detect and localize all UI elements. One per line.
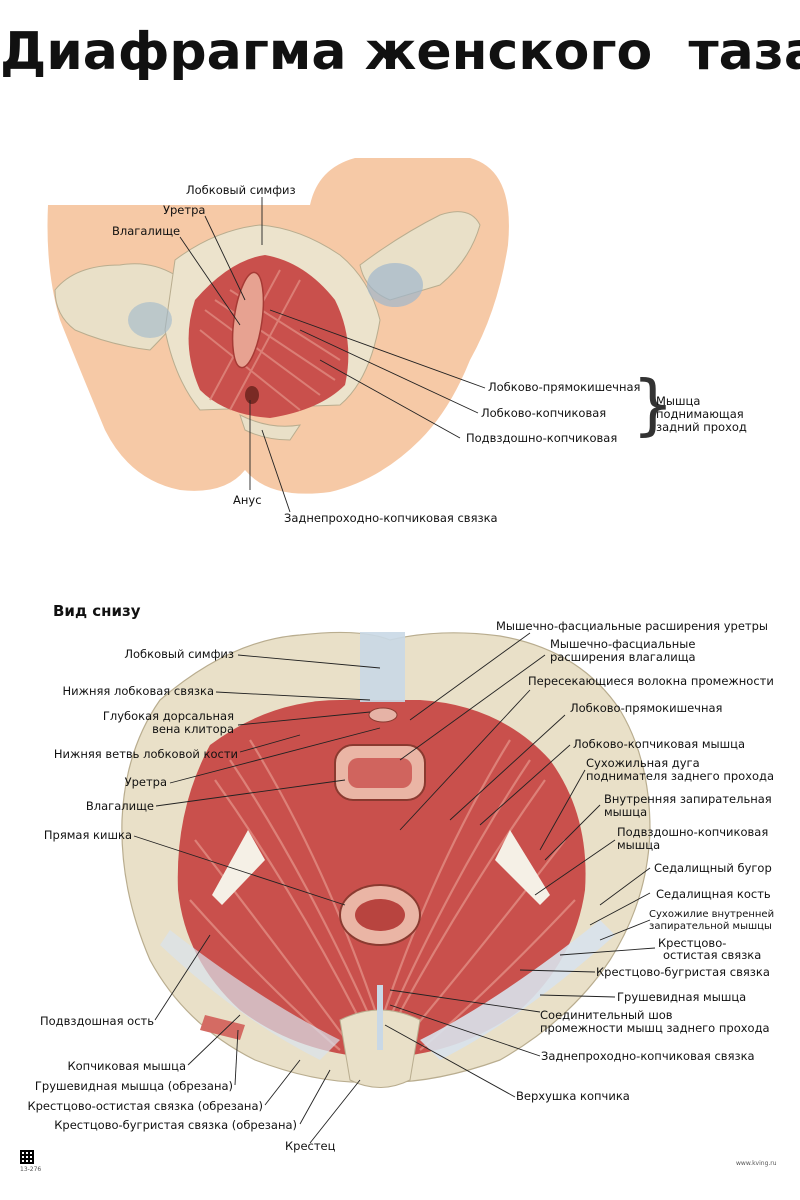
label-vagina: Влагалище	[85, 799, 154, 813]
levator-group-line-3: задний проход	[656, 420, 747, 434]
clitoral-vein	[368, 707, 398, 723]
label-obturator-internus-2: мышца	[604, 805, 648, 819]
label-obturator-tendon-1: Сухожилие внутренней	[649, 909, 775, 920]
vagina-opening-top	[231, 271, 265, 369]
label-anococcygeal-raphe-1: Соединительный шов	[540, 1008, 673, 1022]
piriformis-cut	[200, 1015, 245, 1040]
label-anococcygeal-raphe-2: промежности мышц заднего прохода	[540, 1021, 770, 1035]
tendinous-arch-right	[495, 830, 550, 905]
label-pubic-symphysis: Лобковый симфиз	[124, 647, 234, 661]
bottom-leader-lines	[133, 632, 656, 1144]
label-tendinous-arch-2: поднимателя заднего прохода	[586, 769, 775, 783]
label-mf-urethra: Мышечно-фасциальные расширения уретры	[496, 619, 768, 633]
label-coccygeus: Копчиковая мышца	[67, 1059, 186, 1073]
label-mf-vagina-1: Мышечно-фасциальные	[550, 637, 696, 651]
levator-group-brace: }	[632, 366, 674, 443]
page-title: Диафрагма женского таза	[0, 22, 800, 82]
label-puborectalis: Лобково-прямокишечная	[570, 701, 723, 715]
label-obturator-internus-1: Внутренняя запирательная	[604, 792, 772, 806]
label-piriformis: Грушевидная мышца	[617, 990, 747, 1004]
label-sacrotuberous-cut: Крестцово-бугристая связка (обрезана)	[54, 1118, 297, 1132]
label-sacrospinous-cut: Крестцово-остистая связка (обрезана)	[27, 1099, 263, 1113]
label-urethra-top: Уретра	[163, 203, 206, 217]
label-coccyx-tip: Верхушка копчика	[516, 1089, 630, 1103]
label-deep-dorsal-vein-2: вена клитора	[152, 722, 234, 736]
bottom-view-subtitle: Вид снизу	[53, 602, 141, 620]
label-crossing-fibers: Пересекающиеся волокна промежности	[528, 674, 774, 688]
left-joint	[128, 302, 172, 338]
coccyx-top	[239, 414, 302, 441]
label-sacrospinous-2: остистая связка	[663, 948, 762, 962]
sacrotuberous-ligament-right	[420, 920, 615, 1060]
levator-group-line-1: Мышца	[656, 394, 701, 408]
label-urethra: Уретра	[124, 775, 167, 789]
right-joint	[367, 263, 423, 307]
label-inferior-pubic-ramus: Нижняя ветвь лобковой кости	[53, 747, 238, 761]
label-obturator-tendon-2: запирательной мышцы	[649, 921, 772, 932]
label-sacrospinous-1: Крестцово-	[658, 936, 727, 950]
label-deep-dorsal-vein-1: Глубокая дорсальная	[102, 709, 234, 723]
label-ischium: Седалищная кость	[656, 887, 771, 901]
site-url: www.kving.ru	[736, 1160, 777, 1167]
levator-group-line-2: поднимающая	[656, 407, 744, 421]
label-iliococcygeus-1: Подвздошно-копчиковая	[617, 825, 769, 839]
qr-code	[20, 1150, 34, 1164]
label-pubococcygeus-top: Лобково-копчиковая	[481, 406, 607, 420]
sacrotuberous-ligament-left	[160, 930, 340, 1060]
label-rectum: Прямая кишка	[43, 828, 132, 842]
label-sacrotuberous: Крестцово-бугристая связка	[596, 965, 770, 979]
muscle-fibers-top	[199, 269, 341, 411]
label-piriformis-cut: Грушевидная мышца (обрезана)	[34, 1079, 233, 1093]
label-iliococcygeus-2: мышца	[617, 838, 661, 852]
tendinous-arch-left	[212, 830, 265, 905]
product-code: 13-276	[20, 1166, 42, 1173]
label-anus-top: Анус	[233, 493, 262, 507]
muscle-fibers-bottom	[189, 739, 576, 1051]
top-leader-lines	[179, 197, 486, 513]
label-iliococcygeus-top: Подвздошно-копчиковая	[466, 431, 618, 445]
label-iliac-spine: Подвздошная ость	[39, 1014, 154, 1028]
label-sacrum: Крестец	[285, 1139, 336, 1153]
label-inferior-pubic-ligament: Нижняя лобковая связка	[62, 684, 214, 698]
label-puborectalis-top: Лобково-прямокишечная	[488, 380, 641, 394]
anus-top	[245, 386, 259, 404]
label-tendinous-arch-1: Сухожильная дуга	[586, 756, 700, 770]
label-pubic-symphysis-top: Лобковый симфиз	[186, 183, 296, 197]
label-vagina-top: Влагалище	[112, 224, 181, 238]
label-ischial-tuberosity: Седалищный бугор	[654, 861, 772, 875]
top-pelvis-illustration	[47, 158, 509, 494]
label-mf-vagina-2: расширения влагалища	[550, 650, 696, 664]
label-anococcygeal-top: Заднепроходно-копчиковая связка	[284, 511, 498, 525]
label-anococcygeal-ligament: Заднепроходно-копчиковая связка	[541, 1049, 755, 1063]
label-pubococcygeus: Лобково-копчиковая мышца	[573, 737, 746, 751]
